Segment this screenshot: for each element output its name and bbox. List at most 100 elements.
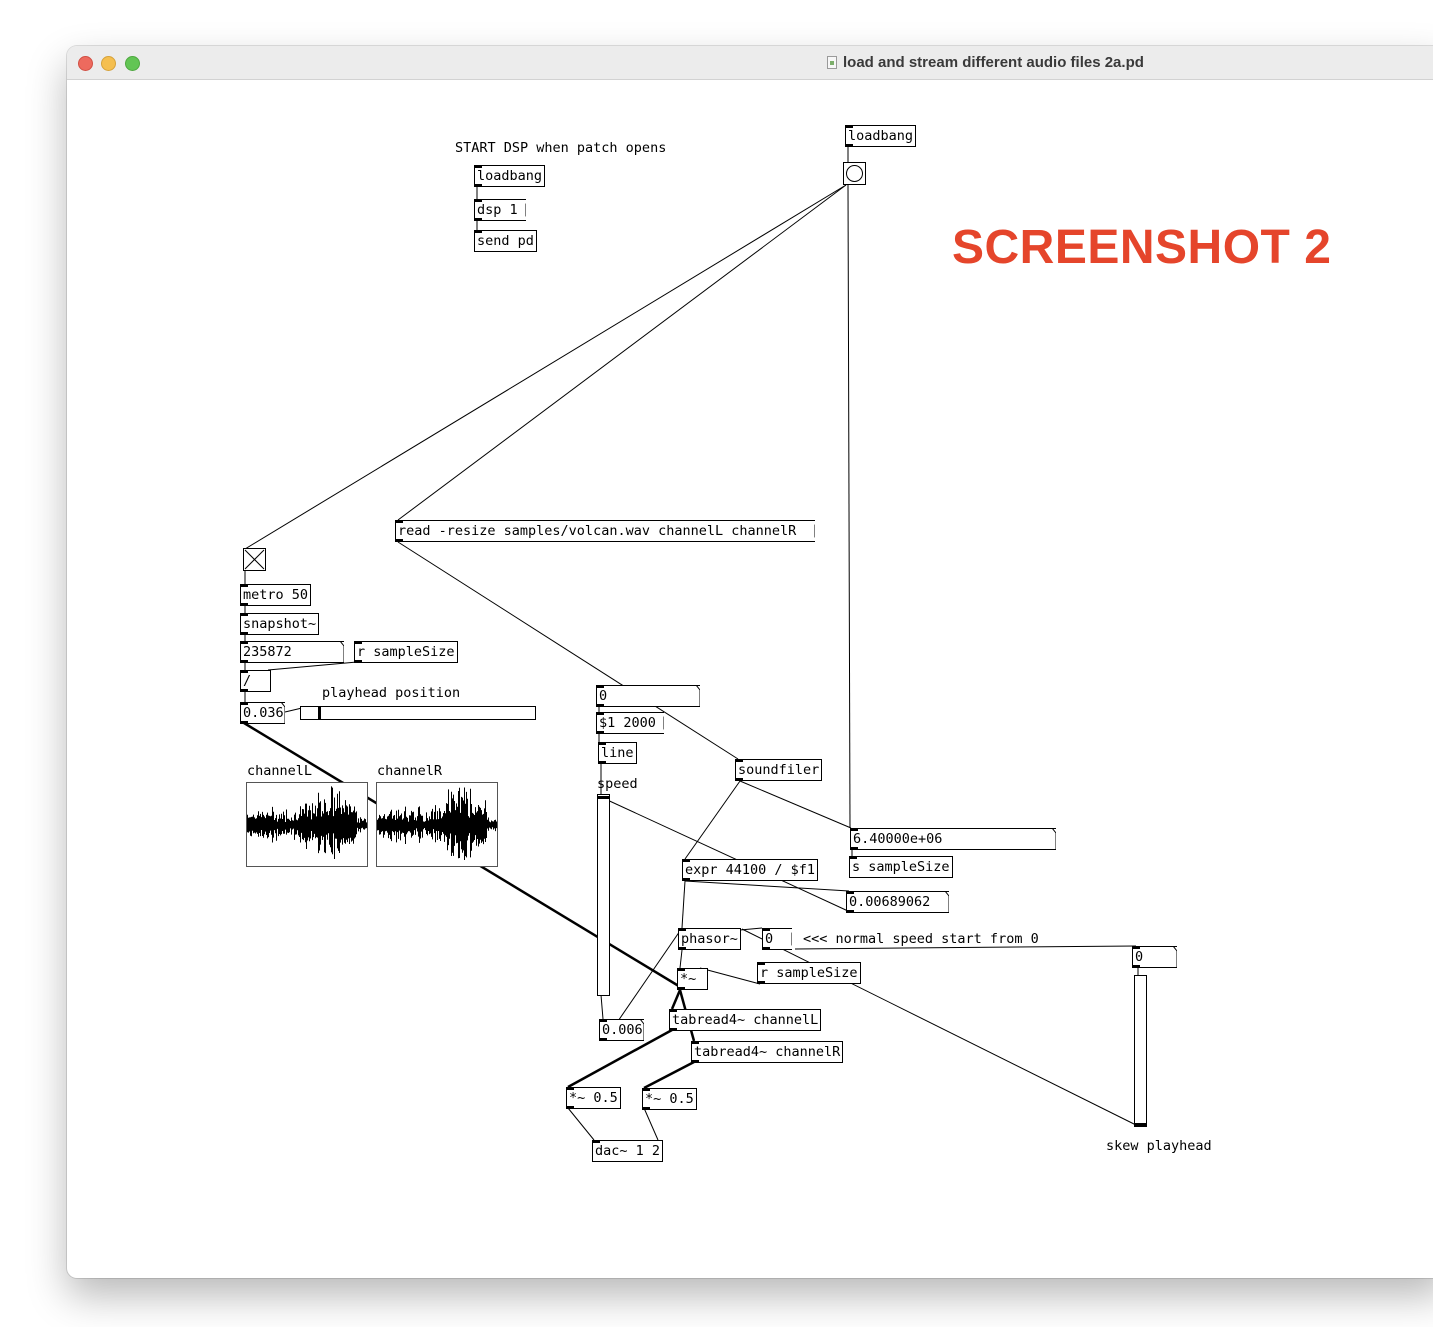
object-r-samplesize-2[interactable]: r sampleSize (757, 962, 861, 984)
wire-expr-number (684, 880, 850, 892)
number-playhead-value[interactable]: 0.036 (240, 702, 285, 724)
wire-mulR-dac (643, 1107, 659, 1141)
playhead-position-slider[interactable] (300, 706, 536, 720)
comment-speed: speed (597, 776, 638, 792)
wire-bang-samplesize (847, 184, 851, 829)
number-snapshot-text: 235872 (243, 644, 292, 660)
number-speed-output[interactable]: 0.006 (599, 1019, 644, 1041)
wire-mul-tabreadL (670, 989, 682, 1010)
metro-toggle[interactable] (243, 548, 266, 571)
number-corner-icon (340, 642, 344, 662)
comment-normal-speed: <<< normal speed start from 0 (803, 931, 1039, 947)
object-divide[interactable]: / (240, 670, 271, 692)
object-s-samplesize[interactable]: s sampleSize (849, 856, 953, 878)
object-tabread-channelR[interactable]: tabread4~ channelR (691, 1041, 844, 1063)
object-multiply-right[interactable]: *~ 0.5 (642, 1088, 697, 1110)
number-corner-icon (1052, 829, 1056, 849)
array-label-channelL: channelL (247, 763, 313, 779)
toggle-x-icon (244, 549, 265, 570)
wire-tabreadR-mul (643, 1060, 695, 1090)
number-snapshot-value[interactable]: 235872 (240, 641, 344, 663)
screenshot-label: SCREENSHOT 2 (952, 221, 1332, 274)
number-corner-icon (696, 686, 700, 706)
wire-expr-phasor (681, 880, 686, 929)
wire-rsize-divide (267, 661, 358, 671)
array-label-channelR: channelR (377, 763, 443, 779)
number-sample-size-text: 6.40000e+06 (853, 831, 943, 847)
number-speed-output-text: 0.006 (602, 1022, 643, 1038)
object-metro[interactable]: metro 50 (240, 584, 312, 606)
number-expr-output-text: 0.00689062 (849, 894, 931, 910)
array-channelR[interactable] (376, 782, 498, 867)
object-loadbang-dsp[interactable]: loadbang (474, 165, 546, 187)
message-flag-icon (661, 713, 664, 733)
skew-playhead-slider[interactable] (1134, 975, 1147, 1127)
window-title: load and stream different audio files 2a… (843, 54, 1144, 71)
object-snapshot[interactable]: snapshot~ (240, 613, 320, 635)
object-soundfiler[interactable]: soundfiler (735, 759, 823, 781)
title-bar: load and stream different audio files 2a… (67, 46, 1433, 80)
array-channelL[interactable] (246, 782, 368, 867)
message-flag-icon (790, 929, 792, 949)
wire-playhead-slider (284, 707, 303, 713)
wire-skewslider-phasor (741, 928, 1139, 1127)
object-r-samplesize-1[interactable]: r sampleSize (354, 641, 458, 663)
object-tabread-channelL[interactable]: tabread4~ channelL (669, 1009, 822, 1031)
message-normal-speed-label: 0 (765, 931, 774, 947)
object-phasor[interactable]: phasor~ (678, 928, 741, 950)
wire-bang-toggle (244, 184, 847, 550)
number-corner-icon (640, 1020, 644, 1040)
message-flag-icon (523, 200, 526, 220)
object-send-pd[interactable]: send pd (474, 230, 537, 252)
speed-slider-knob[interactable] (598, 795, 609, 799)
object-loadbang-top[interactable]: loadbang (845, 125, 917, 147)
wire-bang-read (397, 184, 847, 521)
wire-tabreadL-mul (567, 1028, 673, 1089)
waveform-channelL (247, 786, 367, 859)
number-speed-input[interactable]: 0 (596, 685, 700, 707)
speed-slider[interactable] (597, 794, 610, 996)
close-button[interactable] (78, 56, 93, 71)
comment-playhead-position: playhead position (322, 685, 461, 701)
skew-slider-knob[interactable] (1135, 1123, 1146, 1126)
number-corner-icon (281, 703, 285, 723)
number-playhead-text: 0.036 (243, 705, 284, 721)
comment-start-dsp: START DSP when patch opens (455, 140, 667, 156)
message-line-ramp[interactable]: $1 2000 (596, 712, 664, 734)
number-expr-output[interactable]: 0.00689062 (846, 891, 949, 913)
wire-slider-speedout (600, 994, 604, 1020)
wire-phasor-mul (679, 949, 683, 969)
number-corner-icon (945, 892, 949, 912)
wire-mulL-dac (567, 1107, 595, 1141)
bang-button[interactable] (843, 162, 866, 185)
zoom-button[interactable] (125, 56, 140, 71)
comment-skew-playhead: skew playhead (1106, 1138, 1212, 1154)
number-speed-input-text: 0 (599, 688, 608, 704)
object-multiply-left[interactable]: *~ 0.5 (566, 1087, 621, 1109)
message-flag-icon (813, 521, 815, 541)
wire-rsize-mul (699, 967, 761, 985)
object-expr[interactable]: expr 44100 / $f1 (682, 859, 819, 881)
message-read-file[interactable]: read -resize samples/volcan.wav channelL… (395, 520, 815, 542)
wire-slider-expr-output (602, 797, 849, 912)
object-dac[interactable]: dac~ 1 2 (592, 1140, 664, 1162)
window-title-group: load and stream different audio files 2a… (827, 46, 1144, 79)
pd-document-icon (827, 56, 837, 69)
minimize-button[interactable] (101, 56, 116, 71)
message-normal-speed[interactable]: 0 (762, 928, 792, 950)
message-read-label: read -resize samples/volcan.wav channelL… (398, 523, 797, 539)
waveform-channelR (377, 787, 497, 860)
number-sample-size[interactable]: 6.40000e+06 (850, 828, 1056, 850)
object-multiply-signal[interactable]: *~ (677, 968, 708, 990)
wire-soundfiler-expr (684, 780, 741, 860)
wire-msg-skew (794, 945, 1137, 950)
message-dsp-on[interactable]: dsp 1 (474, 199, 526, 221)
message-line-ramp-label: $1 2000 (599, 715, 656, 731)
playhead-slider-knob[interactable] (318, 707, 322, 719)
object-line[interactable]: line (598, 742, 637, 764)
wire-read-soundfiler (397, 541, 739, 760)
number-corner-icon (1173, 947, 1177, 967)
number-skew-input[interactable]: 0 (1132, 946, 1177, 968)
